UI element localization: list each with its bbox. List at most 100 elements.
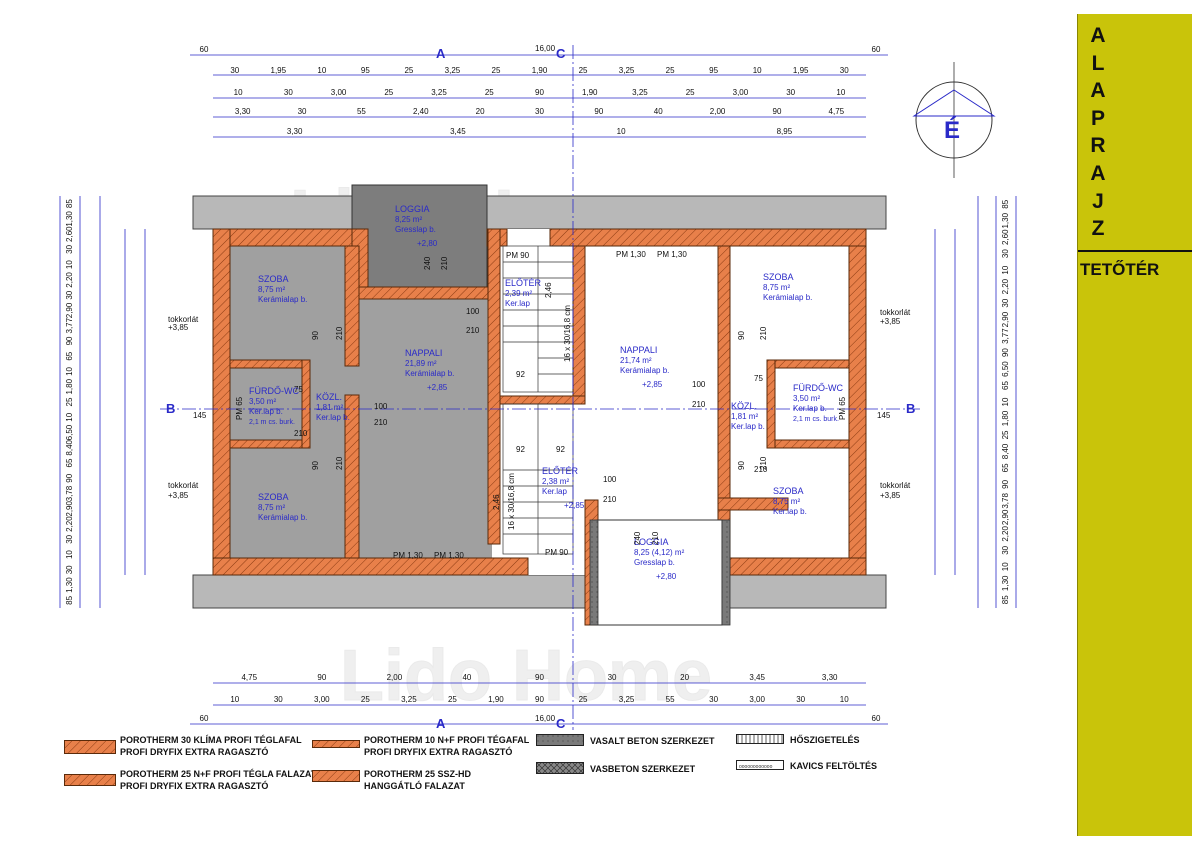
section-marker-a-top: A	[436, 46, 446, 61]
railing-label: tokkorlát	[168, 315, 199, 324]
dimension-value: 25	[384, 88, 393, 97]
dimension-value: 25	[492, 66, 501, 75]
stair-run-label: 2,46	[492, 494, 501, 510]
railing-level: +3,85	[168, 323, 189, 332]
dimension-value: 60	[200, 714, 209, 723]
railing-label: tokkorlát	[880, 308, 911, 317]
dimension-value: 90	[773, 107, 782, 116]
legend-item-vasbeton: VASBETON SZERKEZET	[590, 764, 696, 774]
room-name: ELŐTÉR	[542, 466, 579, 476]
room-name: FÜRDŐ-WC	[249, 386, 299, 396]
dimension-value: 30	[709, 695, 718, 704]
room-floor: Kerámialap b.	[620, 366, 669, 375]
dimension-value: 4,75	[241, 673, 257, 682]
dimension-value: 40	[462, 673, 471, 682]
legend-item-vasalt-beton: VASALT BETON SZERKEZET	[590, 736, 715, 746]
svg-text:210: 210	[759, 456, 768, 470]
room-level: +2,85	[427, 383, 448, 392]
dimension-value: 20	[476, 107, 485, 116]
dimension-value: 8,40	[1001, 443, 1010, 459]
room-area: 8,75 m²	[773, 497, 800, 506]
dimension-value: 10	[234, 88, 243, 97]
dimension-value: 30	[298, 107, 307, 116]
dimension-value: 90	[65, 473, 74, 482]
svg-text:90: 90	[311, 331, 320, 340]
room-name: SZOBA	[773, 486, 804, 496]
svg-text:92: 92	[516, 445, 525, 454]
room-floor: Kerámialap b.	[258, 513, 307, 522]
railing-label: tokkorlát	[168, 481, 199, 490]
dimension-value: 6,50	[65, 424, 74, 440]
legend-swatch-kavics: oooooooooooo	[736, 760, 784, 770]
dimension-value: 3,45	[749, 673, 765, 682]
legend-swatch-hoszigeteles	[736, 734, 784, 744]
dimension-value: 90	[1001, 348, 1010, 357]
opening-labels: PM 90 PM 90 PM 1,30 PM 1,30 PM 1,30 PM 1…	[168, 250, 911, 560]
svg-text:210: 210	[692, 400, 706, 409]
dimension-value: 55	[666, 695, 675, 704]
dimension-value: 2,00	[710, 107, 726, 116]
dimension-value: 8,40	[65, 439, 74, 455]
dimension-value: 25	[579, 695, 588, 704]
svg-text:100: 100	[374, 402, 388, 411]
room-area: 1,81 m²	[316, 403, 343, 412]
window-label: PM 65	[838, 396, 847, 420]
title-letter: R	[1090, 134, 1106, 158]
dimension-value: 2,90	[1001, 509, 1010, 525]
room-area: 2,38 m²	[542, 477, 569, 486]
room-name: SZOBA	[258, 274, 289, 284]
roof-eave-bottom	[192, 574, 887, 609]
dimension-value: 25	[65, 397, 74, 406]
dimension-value: 2,20	[1001, 526, 1010, 542]
dimension-value: 3,25	[619, 66, 635, 75]
room-floor: Ker.lap b.	[731, 422, 765, 431]
stair-label: 16 x 30/16,8 cm	[507, 473, 516, 530]
dimension-value: 20	[680, 673, 689, 682]
svg-text:210: 210	[335, 326, 344, 340]
room-name: KÖZL.	[731, 401, 757, 411]
dimension-value: 95	[709, 66, 718, 75]
dimension-value: 3,00	[733, 88, 749, 97]
dimension-value: 1,90	[532, 66, 548, 75]
dimension-value: 10	[1001, 265, 1010, 274]
dimension-value: 3,78	[65, 485, 74, 501]
dimension-value: 65	[1001, 381, 1010, 390]
dimension-value: 2,90	[65, 302, 74, 318]
dimension-value: 25	[404, 66, 413, 75]
room-name: ELŐTÉR	[505, 278, 542, 288]
dimension-value: 1,30	[65, 577, 74, 593]
room-floor: Ker.lap b.	[316, 413, 350, 422]
dimension-value: 10	[230, 695, 239, 704]
dimension-value: 30	[1001, 298, 1010, 307]
dimension-value: 40	[654, 107, 663, 116]
dimension-value: 2,20	[1001, 278, 1010, 294]
dimension-value: 1,80	[65, 378, 74, 394]
room-area: 8,75 m²	[258, 285, 285, 294]
stair-label: 16 x 30/16,8 cm	[563, 305, 572, 362]
floor-plan-drawing: Lido Home Lido Home Lido Home	[59, 44, 1017, 731]
section-marker-b-right: B	[906, 401, 915, 416]
section-marker-c-bottom: C	[556, 716, 566, 731]
dimension-value: 3,30	[287, 127, 303, 136]
dimension-value: 2,60	[65, 226, 74, 242]
dimension-value: 3,77	[1001, 328, 1010, 344]
room-level: +2,80	[417, 239, 438, 248]
dimension-value: 3,25	[632, 88, 648, 97]
room-floor: Ker.lap b.	[249, 407, 283, 416]
dimension-value: 65	[1001, 463, 1010, 472]
dimension-value: 30	[535, 107, 544, 116]
loggia-top	[351, 184, 488, 288]
svg-text:240: 240	[423, 256, 432, 270]
title-letter: A	[1090, 161, 1106, 185]
room-floor: Gresslap b.	[634, 558, 675, 567]
staircase-lower	[502, 403, 574, 555]
svg-text:100: 100	[466, 307, 480, 316]
room-floor: Ker.lap b.	[773, 507, 807, 516]
room-name: LOGGIA	[634, 537, 669, 547]
